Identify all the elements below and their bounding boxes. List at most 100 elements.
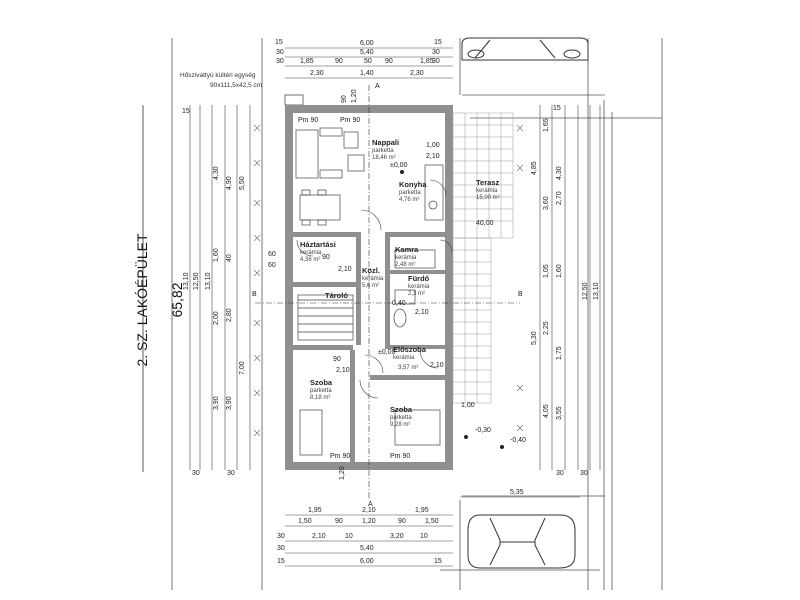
dim-inner: 1,20: [339, 466, 346, 480]
dim-left: 2,00: [213, 311, 220, 325]
room-floor: parketta: [399, 190, 421, 196]
dim-left: 12,50: [193, 272, 200, 290]
dim-top: 5,40: [360, 49, 374, 56]
dim-right: 5,30: [531, 331, 538, 345]
dim-bottom: 90: [398, 518, 406, 525]
room-name: Konyha: [399, 180, 427, 189]
room-area: 8,18 m²: [310, 395, 330, 401]
dim-inner: 1,00: [461, 402, 475, 409]
dim-top: 6,00: [360, 40, 374, 47]
dim-left: 15: [182, 108, 190, 115]
dim-top: 90: [335, 58, 343, 65]
room-name: Szoba: [310, 378, 333, 387]
room-name: Előszoba: [393, 345, 427, 354]
dim-top: 1,85: [420, 58, 434, 65]
dim-left: 5,50: [239, 176, 246, 190]
room-floor: parketta: [310, 388, 332, 394]
room-name: Háztartási: [300, 240, 336, 249]
right-dimensions: [539, 105, 601, 470]
level-label: -0,40: [510, 437, 526, 444]
dim-right: 4,05: [543, 404, 550, 418]
dim-top: 30: [276, 49, 284, 56]
room-floor: kerámia: [476, 188, 498, 194]
top-dimensions: [285, 47, 453, 79]
dim-inner: 90: [333, 356, 341, 363]
section-mark: A: [368, 501, 373, 508]
dim-right: 15: [553, 105, 561, 112]
door-swings: [296, 179, 453, 399]
room-floor: kerámia: [408, 284, 430, 290]
dim-left: 7,00: [239, 361, 246, 375]
room-floor: kerámia: [393, 355, 415, 361]
dim-bottom: 90: [335, 518, 343, 525]
room-name: Szoba: [390, 405, 413, 414]
dim-left: 13,10: [205, 272, 212, 290]
room-name: Közl.: [362, 266, 380, 275]
room-area: 3,57 m²: [398, 365, 418, 371]
dim-right: 30: [580, 470, 588, 477]
room-name: Fürdő: [408, 274, 430, 283]
dim-inner: 2,10: [430, 362, 444, 369]
section-marks: A A B B: [252, 83, 523, 508]
dim-inner: 2,10: [415, 309, 429, 316]
dim-bottom: 1,95: [308, 507, 322, 514]
dim-right: 1,65: [543, 118, 550, 132]
dim-bottom: 30: [277, 545, 285, 552]
dim-inner: 2,10: [336, 367, 350, 374]
dim-inner: 90: [322, 254, 330, 261]
room-floor: parketta: [372, 148, 394, 154]
building-label: 2. SZ. LAKÓÉPÜLET: [133, 233, 150, 366]
dim-top: 90: [385, 58, 393, 65]
dim-top: 50: [364, 58, 372, 65]
dim-inner: 2,10: [426, 153, 440, 160]
door-label: Pm 90: [390, 453, 410, 460]
dim-right: 3,60: [543, 196, 550, 210]
room-area: 5,6 m²: [362, 283, 379, 289]
bottom-dimensions: [285, 496, 580, 567]
room-floor: kerámia: [395, 255, 417, 261]
dim-top: 1,85: [300, 58, 314, 65]
dim-inner: 90: [341, 95, 348, 103]
level-label: ±0,00: [390, 162, 408, 169]
room-area: 4,76 m²: [399, 197, 419, 203]
dim-bottom: 2,10: [362, 507, 376, 514]
living-furniture: [295, 127, 444, 456]
plot-boundaries: [171, 38, 663, 590]
dim-left: 30: [192, 470, 200, 477]
section-mark: B: [518, 291, 523, 298]
left-dimensions: [189, 105, 251, 470]
door-label: Pm 90: [330, 453, 350, 460]
dim-inner: 1,20: [351, 89, 358, 103]
door-label: Pm 90: [298, 117, 318, 124]
dim-bottom: 30: [277, 533, 285, 540]
dim-right: 4,85: [531, 161, 538, 175]
room-labels: Nappali parketta 18,46 m² Konyha parkett…: [300, 138, 500, 428]
car-bottom: [467, 514, 576, 569]
room-name: Terasz: [476, 178, 499, 187]
dim-bottom: 15: [277, 558, 285, 565]
dim-bottom: 1,50: [298, 518, 312, 525]
dim-inner: 60: [268, 251, 276, 258]
dim-left: 1,60: [213, 248, 220, 262]
room-name: Tároló: [325, 291, 348, 300]
room-area: 2,3 m²: [408, 291, 425, 297]
inner-dimension-labels: 1,00 2,10 90 2,10 90 2,10 1,00 2,10 60 6…: [268, 89, 475, 480]
dim-right: 1,05: [543, 264, 550, 278]
dim-left: 30: [227, 470, 235, 477]
dim-top: 30: [276, 58, 284, 65]
dim-left: 4,90: [226, 176, 233, 190]
dim-left: 40: [226, 254, 233, 262]
dim-bottom: 1,20: [362, 518, 376, 525]
dim-top: 30: [432, 49, 440, 56]
dim-right: 13,10: [593, 282, 600, 300]
dim-right: 4,30: [556, 166, 563, 180]
dim-bottom: 5,40: [360, 545, 374, 552]
dim-parking: 5,35: [510, 489, 524, 496]
right-dimension-labels: 4,85 5,30 1,65 3,60 1,05 2,25 4,05 4,30 …: [531, 105, 600, 477]
boundary-markers: [253, 124, 524, 437]
door-label: Pm 90: [340, 117, 360, 124]
dim-right: 30: [556, 470, 564, 477]
dim-bottom: 10: [345, 533, 353, 540]
room-area: 18,46 m²: [372, 155, 396, 161]
room-area: 9,28 m²: [390, 422, 410, 428]
